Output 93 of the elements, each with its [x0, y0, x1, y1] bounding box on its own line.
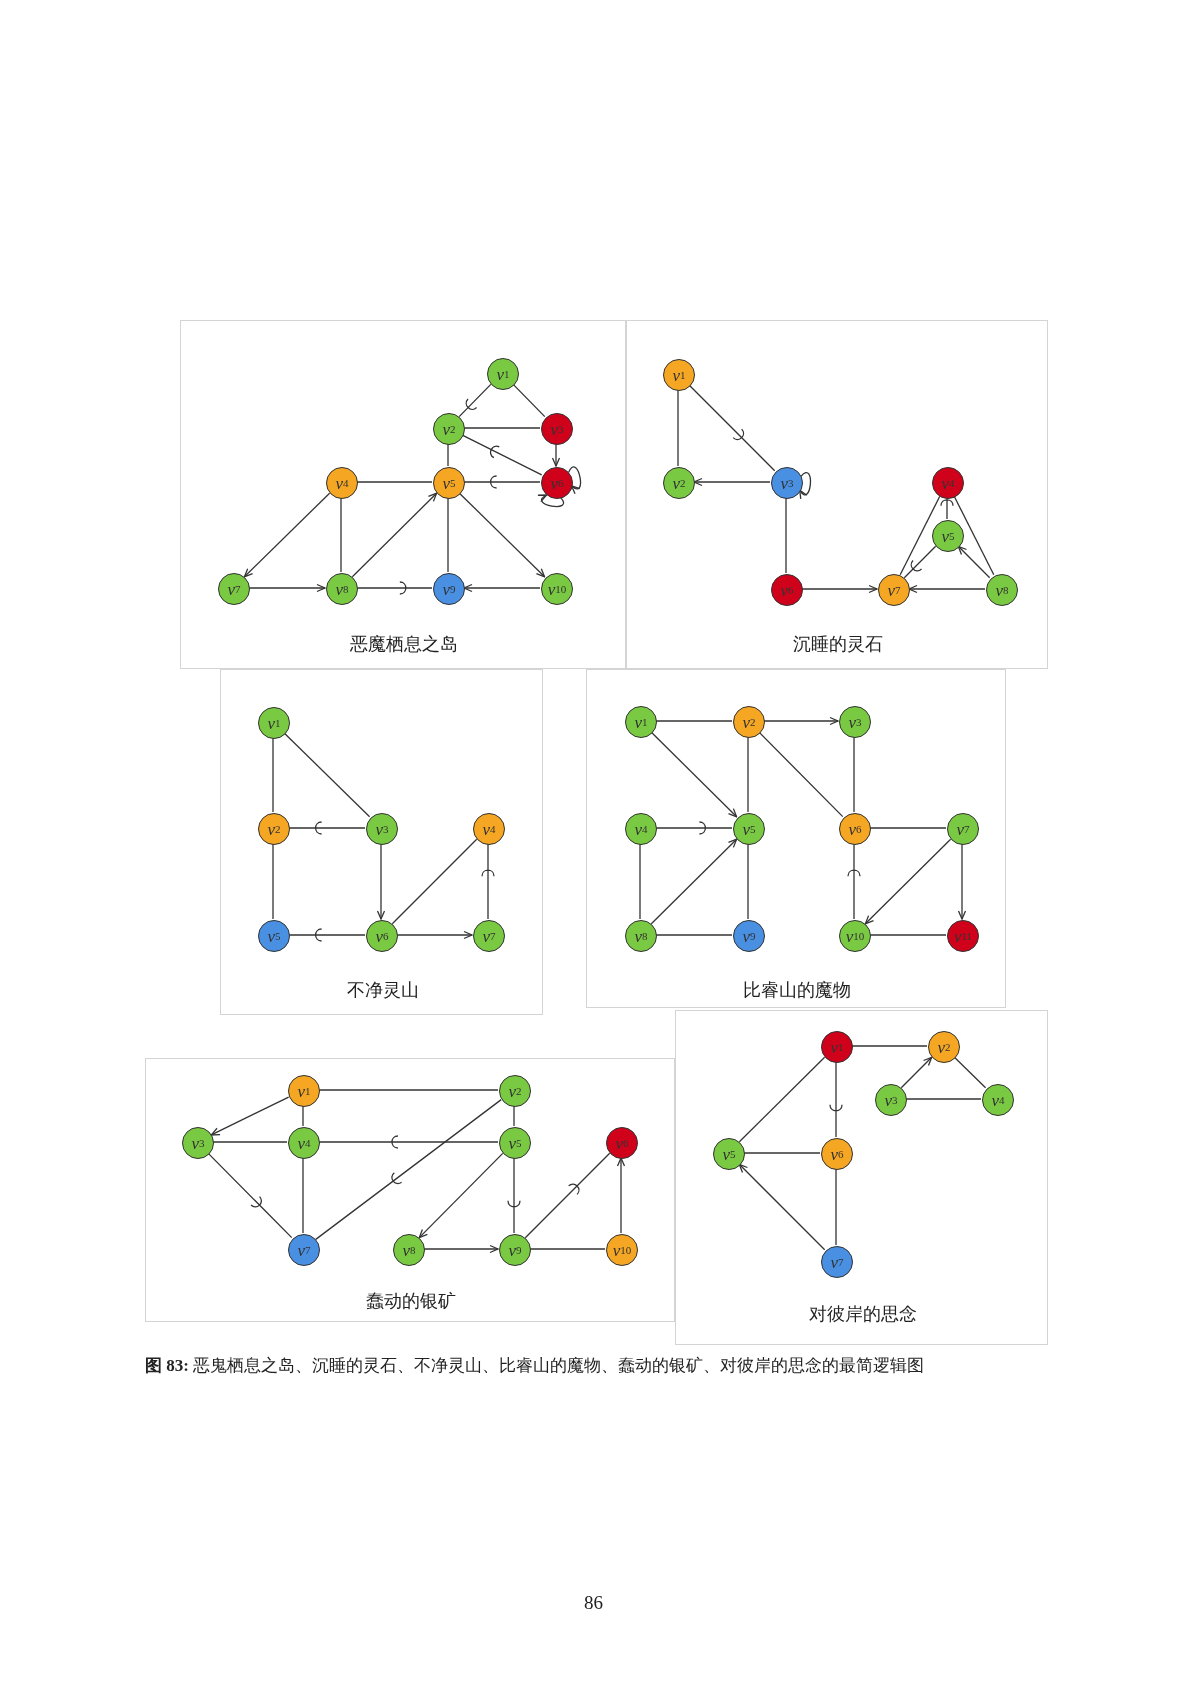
edge-line — [512, 383, 546, 418]
edge-line — [340, 497, 342, 573]
edge-line — [639, 843, 641, 920]
graph-panel — [145, 1058, 675, 1322]
graph-panel — [626, 320, 1048, 669]
edge-line — [513, 1105, 515, 1127]
edge-line — [940, 497, 954, 520]
edge-line — [463, 427, 541, 429]
edge-line — [829, 1061, 843, 1138]
edge-line — [318, 1135, 499, 1149]
edge-line — [853, 736, 855, 813]
edge-line — [207, 1152, 293, 1239]
edge-line — [953, 495, 995, 576]
edge-line — [655, 821, 733, 835]
edge-line — [688, 384, 776, 472]
edge-line — [302, 1105, 304, 1127]
edge-line — [869, 827, 947, 829]
arrow — [248, 583, 326, 593]
arrow — [957, 843, 967, 920]
edge-line — [869, 934, 947, 936]
edge-line — [447, 443, 449, 467]
arrow — [864, 838, 952, 925]
edge-line — [288, 821, 366, 835]
panel-caption: 不净灵山 — [346, 978, 419, 1002]
arrow — [243, 492, 331, 578]
edge-line — [463, 475, 541, 489]
self-loop-arrow — [568, 466, 582, 494]
arrow — [351, 492, 438, 578]
arrow — [210, 1096, 290, 1136]
edge-line — [953, 1056, 987, 1089]
edge-line — [318, 1089, 499, 1091]
edge-line — [507, 1157, 521, 1234]
panel-caption: 沉睡的灵石 — [793, 632, 883, 656]
arrow — [458, 492, 546, 578]
edge-line — [677, 389, 679, 467]
edge-line — [288, 928, 366, 942]
edge-line — [272, 843, 274, 920]
edge-line — [524, 1152, 611, 1239]
edge-line — [391, 838, 478, 925]
arrow — [650, 838, 738, 925]
edge-line — [747, 736, 749, 813]
graph-panel — [586, 669, 1006, 1008]
arrow — [376, 843, 386, 920]
arrow — [650, 731, 738, 818]
graph-panel — [675, 1010, 1048, 1345]
self-loop-arrow — [537, 494, 565, 508]
edge-line — [835, 1168, 837, 1246]
edge-line — [903, 545, 937, 579]
graph-panel — [220, 669, 543, 1015]
arrow — [616, 1157, 626, 1234]
edge-line — [458, 383, 492, 418]
arrow — [396, 930, 473, 940]
edge-line — [655, 934, 733, 936]
edge-line — [272, 737, 274, 813]
edge-line — [302, 1157, 304, 1234]
edge-line — [283, 732, 371, 818]
edge-line — [356, 481, 433, 483]
panel-caption: 对彼岸的思念 — [808, 1302, 917, 1326]
edge-line — [481, 843, 495, 920]
arrow — [551, 443, 561, 467]
arrow — [693, 477, 771, 487]
edge-line — [785, 497, 787, 574]
edge-line — [905, 1098, 982, 1100]
edge-line — [743, 1152, 821, 1154]
edge-line — [529, 1248, 606, 1250]
edge-line — [447, 497, 449, 573]
arrow — [423, 1244, 499, 1254]
edge-line — [461, 434, 543, 476]
panel-caption: 蠢动的银矿 — [366, 1289, 456, 1313]
panel-caption: 恶魔栖息之岛 — [350, 632, 458, 656]
edge-line — [315, 1099, 502, 1240]
arrow — [738, 1163, 826, 1251]
edge-line — [356, 581, 433, 595]
arrow — [957, 545, 991, 579]
graph-panel — [180, 320, 626, 669]
panel-caption: 比睿山的魔物 — [743, 978, 851, 1002]
arrow — [763, 716, 839, 726]
page-number: 86 — [584, 1592, 603, 1614]
edge-line — [899, 495, 941, 576]
self-loop-arrow — [799, 471, 812, 500]
figure-caption: 图 83: 恶鬼栖息之岛、沉睡的灵石、不净灵山、比睿山的魔物、蠢动的银矿、对彼岸的思念的最简逻辑图 — [145, 1355, 926, 1377]
edge-line — [847, 843, 861, 920]
edge-line — [747, 843, 749, 920]
edge-line — [655, 720, 733, 722]
arrow — [908, 584, 986, 594]
edge-line — [738, 1056, 826, 1143]
arrow — [418, 1152, 504, 1239]
arrow — [801, 584, 878, 594]
arrow — [900, 1056, 933, 1089]
arrow — [463, 583, 541, 593]
edge-line — [851, 1045, 928, 1047]
edge-line — [758, 731, 844, 818]
edge-line — [212, 1141, 288, 1143]
